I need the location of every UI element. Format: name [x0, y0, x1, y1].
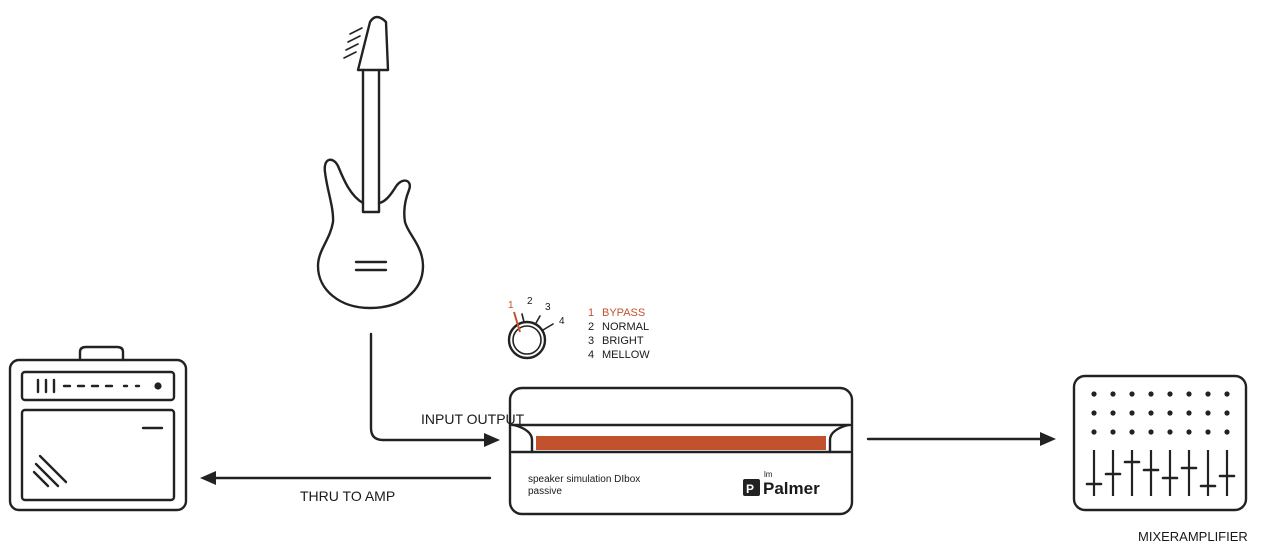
input-output-label: INPUT OUTPUT: [421, 411, 525, 427]
mode-3-name: BRIGHT: [602, 335, 644, 347]
device-type-text: passive: [528, 486, 562, 497]
mode-3-num: 3: [588, 335, 594, 347]
mixer-amplifier-label: MIXERAMPLIFIER: [1138, 529, 1248, 544]
mixer-fader: [1104, 450, 1122, 496]
mixer-knob-dot: [1091, 429, 1097, 435]
mixer-knob-dot: [1167, 429, 1173, 435]
mixer-knob-dot: [1110, 429, 1116, 435]
thru-arrowhead: [200, 471, 216, 485]
mixer-knob-dot: [1129, 410, 1135, 416]
mixer-fader: [1123, 450, 1141, 496]
svg-text:P: P: [746, 482, 754, 496]
knob-position-4: 4: [559, 316, 565, 327]
mode-legend: 1 BYPASS 2 NORMAL 3 BRIGHT 4 MELLOW: [588, 307, 650, 361]
brand-prefix: lm: [764, 470, 773, 479]
mixer-knob-dot: [1224, 410, 1230, 416]
mixer-knob-dot: [1091, 391, 1097, 397]
mixer-knob-dot: [1186, 410, 1192, 416]
mixer-knob-dot: [1148, 391, 1154, 397]
mixer-knob-dot: [1148, 410, 1154, 416]
mixer-fader: [1218, 450, 1236, 496]
mode-1-num: 1: [588, 307, 594, 319]
mode-2-num: 2: [588, 321, 594, 333]
guitar-amp-icon: [8, 345, 188, 512]
electric-guitar-icon: [316, 15, 425, 310]
knob-position-1: 1: [508, 300, 514, 311]
guitar-to-input-cable: [369, 332, 490, 442]
mode-1-name: BYPASS: [602, 307, 645, 319]
di-box-device: speaker simulation DIbox passive P lm Pa…: [508, 386, 854, 516]
mixer-knob-dot: [1205, 391, 1211, 397]
mixer-knob-dot: [1129, 391, 1135, 397]
knob-position-3: 3: [545, 302, 551, 313]
mixer-knob-dot: [1224, 429, 1230, 435]
device-model-text: speaker simulation DIbox: [528, 474, 640, 485]
mixer-fader: [1085, 450, 1103, 496]
mode-4-num: 4: [588, 349, 594, 361]
mixer-knob-dot: [1167, 391, 1173, 397]
knob-position-2: 2: [527, 296, 533, 307]
rotary-knob-icon: [507, 311, 554, 360]
mixer-fader: [1161, 450, 1179, 496]
thru-to-amp-label: THRU TO AMP: [300, 488, 395, 504]
brand-name: Palmer: [763, 479, 820, 498]
mixer-arrowhead: [1040, 432, 1056, 446]
mixer-fader: [1142, 450, 1160, 496]
palmer-logo-icon: P: [743, 479, 760, 496]
mixer-knob-dot: [1129, 429, 1135, 435]
mode-2-name: NORMAL: [602, 321, 649, 333]
mode-4-name: MELLOW: [602, 349, 650, 361]
mixer-knob-dot: [1186, 391, 1192, 397]
mixer-knob-dot: [1110, 410, 1116, 416]
mixer-knob-dot: [1186, 429, 1192, 435]
device-accent-strip: [536, 436, 826, 450]
mixer-knob-dot: [1110, 391, 1116, 397]
input-arrowhead: [484, 433, 500, 447]
mixer-knob-dot: [1224, 391, 1230, 397]
mixer-fader: [1199, 450, 1217, 496]
mixer-console-icon: [1072, 374, 1248, 512]
mixer-fader: [1180, 450, 1198, 496]
mixer-knob-dot: [1091, 410, 1097, 416]
mixer-knob-dot: [1167, 410, 1173, 416]
mixer-knob-dot: [1205, 410, 1211, 416]
mixer-knob-dot: [1148, 429, 1154, 435]
mixer-knob-dot: [1205, 429, 1211, 435]
